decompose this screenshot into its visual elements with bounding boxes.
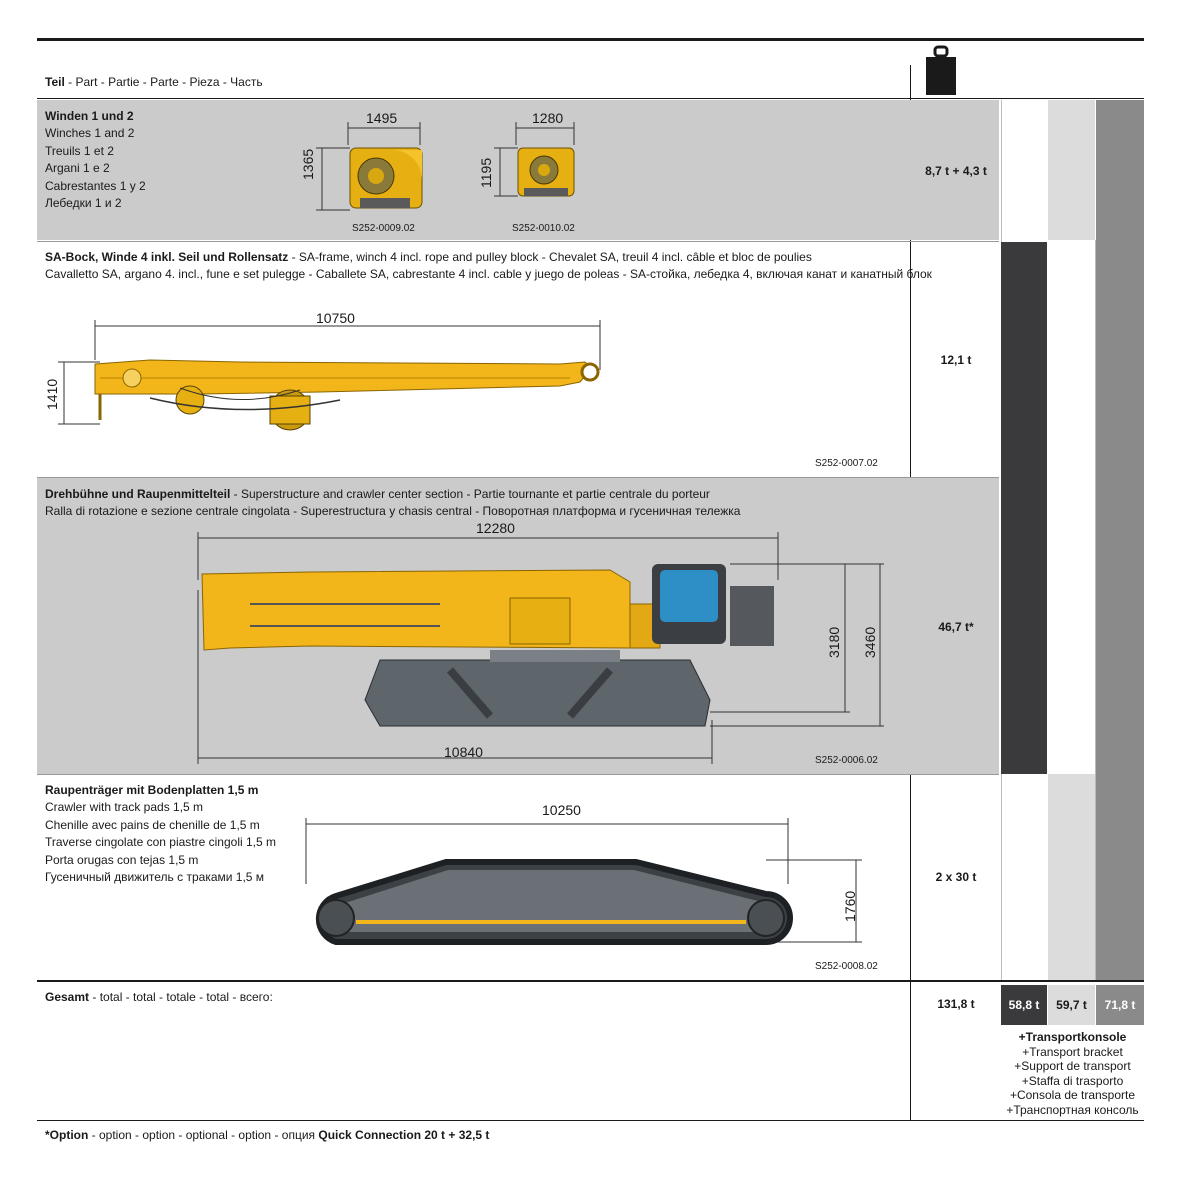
dim-winch1-width: 1495 xyxy=(366,110,398,126)
superstructure-drawing xyxy=(197,532,884,764)
dim-saframe-height: 1410 xyxy=(44,378,60,410)
drawing-code: S252-0006.02 xyxy=(815,755,878,766)
total-rule xyxy=(37,980,1144,982)
bottom-rule xyxy=(37,1120,1144,1121)
transport-column-light-low xyxy=(1048,774,1095,980)
row-separator xyxy=(37,98,1144,99)
footer-option-note: *Option - option - option - optional - o… xyxy=(45,1128,490,1142)
section-saframe-text: SA-Bock, Winde 4 inkl. Seil und Rollensa… xyxy=(45,250,932,282)
dim-superstructure-length: 12280 xyxy=(476,520,515,536)
top-rule xyxy=(37,38,1144,41)
row-separator xyxy=(37,774,999,775)
weight-saframe: 12,1 t xyxy=(940,353,972,367)
transport-bracket-note: +Transportkonsole +Transport bracket +Su… xyxy=(1006,1030,1139,1117)
row-separator xyxy=(37,477,999,478)
dim-saframe-length: 10750 xyxy=(316,310,355,326)
section-winches-text: Winden 1 und 2 Winches 1 and 2 Treuils 1… xyxy=(45,109,146,211)
transport-weight-dark: 58,8 t xyxy=(1001,985,1047,1025)
drawing-code: S252-0010.02 xyxy=(512,223,575,234)
dim-superstructure-height2: 3460 xyxy=(862,626,878,658)
section-crawler-text: Raupenträger mit Bodenplatten 1,5 m Craw… xyxy=(45,783,276,885)
dim-winch2-width: 1280 xyxy=(532,110,564,126)
weight-superstructure: 46,7 t* xyxy=(938,620,974,634)
crawler-drawing xyxy=(305,818,862,945)
weight-winches: 8,7 t + 4,3 t xyxy=(925,164,987,178)
transport-column-mid xyxy=(1096,100,1144,980)
dim-crawler-height: 1760 xyxy=(842,890,858,922)
transport-weight-light: 59,7 t xyxy=(1048,985,1095,1025)
dim-winch2-height: 1195 xyxy=(478,157,494,188)
dim-crawler-length: 10250 xyxy=(542,802,581,818)
section-title: Winden 1 und 2 xyxy=(45,109,134,123)
transport-column-dark xyxy=(1001,242,1047,774)
table-header-part: Teil - Part - Partie - Parte - Pieza - Ч… xyxy=(45,75,263,89)
winch-drawings xyxy=(316,122,575,211)
drawing-code: S252-0009.02 xyxy=(352,223,415,234)
dim-winch1-height: 1365 xyxy=(300,148,316,180)
dim-superstructure-base: 10840 xyxy=(444,744,483,760)
weight-icon xyxy=(924,44,958,96)
section-superstructure-text: Drehbühne und Raupenmittelteil - Superst… xyxy=(45,487,741,519)
weight-total: 131,8 t xyxy=(937,997,975,1011)
dim-superstructure-height1: 3180 xyxy=(826,626,842,658)
saframe-drawing xyxy=(58,320,601,431)
transport-column-light-top xyxy=(1048,100,1095,240)
drawing-code: S252-0007.02 xyxy=(815,458,878,469)
row-separator xyxy=(37,241,999,242)
weight-crawler: 2 x 30 t xyxy=(935,870,977,884)
total-label: Gesamt - total - total - totale - total … xyxy=(45,990,273,1004)
transport-weight-mid: 71,8 t xyxy=(1096,985,1144,1025)
drawing-code: S252-0008.02 xyxy=(815,961,878,972)
